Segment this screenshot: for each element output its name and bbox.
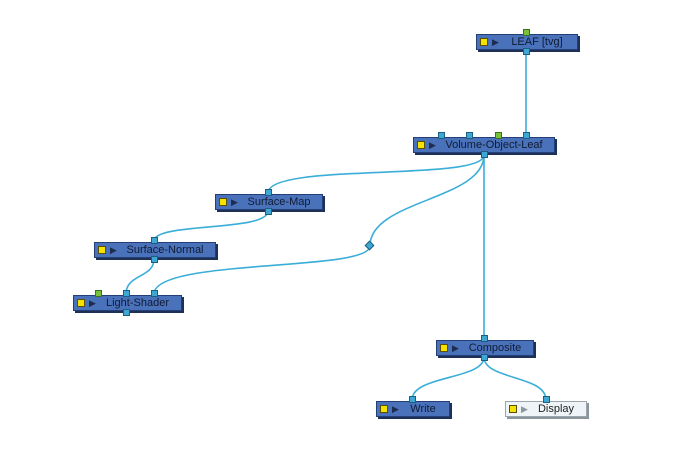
enable-toggle-icon[interactable] — [480, 38, 488, 46]
enable-toggle-icon[interactable] — [219, 198, 227, 206]
play-arrow-icon[interactable]: ▶ — [231, 197, 238, 207]
node-label: Light-Shader — [106, 297, 169, 309]
enable-toggle-icon[interactable] — [77, 299, 85, 307]
play-arrow-icon[interactable]: ▶ — [521, 404, 528, 414]
composite-output-port[interactable] — [481, 354, 488, 361]
surface-map-output-port[interactable] — [265, 208, 272, 215]
node-display[interactable]: ▶ Display — [505, 401, 587, 417]
volume-matte-input-port[interactable] — [495, 132, 502, 139]
node-label: Surface-Map — [247, 196, 311, 208]
node-label: Surface-Normal — [126, 244, 204, 256]
display-input-port[interactable] — [543, 396, 550, 403]
wire-composite-to-write[interactable] — [411, 356, 485, 401]
wire-surface-normal-to-light-shader[interactable] — [125, 258, 155, 295]
enable-toggle-icon[interactable] — [380, 405, 388, 413]
light-shader-output-port[interactable] — [123, 309, 130, 316]
composite-input-port[interactable] — [481, 335, 488, 342]
wire-composite-to-display[interactable] — [483, 356, 547, 401]
wire-volume-to-surface-map[interactable] — [267, 154, 485, 194]
wire-volume-to-waypoint[interactable] — [369, 154, 485, 247]
play-arrow-icon[interactable]: ▶ — [110, 245, 117, 255]
light-shader-input-port-2[interactable] — [151, 290, 158, 297]
leaf-output-port[interactable] — [523, 48, 530, 55]
node-label: Write — [410, 403, 436, 415]
light-shader-input-port-1[interactable] — [123, 290, 130, 297]
enable-toggle-icon[interactable] — [98, 246, 106, 254]
node-label: Volume-Object-Leaf — [445, 139, 543, 151]
node-label: LEAF [tvg] — [511, 36, 563, 48]
volume-input-port-2[interactable] — [466, 132, 473, 139]
light-shader-matte-input-port[interactable] — [95, 290, 102, 297]
enable-toggle-icon[interactable] — [440, 344, 448, 352]
node-label: Composite — [468, 342, 522, 354]
volume-input-port-3[interactable] — [523, 132, 530, 139]
play-arrow-icon[interactable]: ▶ — [392, 404, 399, 414]
wire-surface-map-to-surface-normal[interactable] — [153, 210, 269, 242]
surface-normal-input-port[interactable] — [151, 237, 158, 244]
play-arrow-icon[interactable]: ▶ — [452, 343, 459, 353]
node-volume-object-leaf[interactable]: ▶ Volume-Object-Leaf — [413, 137, 555, 153]
write-input-port[interactable] — [409, 396, 416, 403]
wire-waypoint-to-light-shader[interactable] — [153, 245, 371, 295]
volume-input-port-1[interactable] — [438, 132, 445, 139]
node-write[interactable]: ▶ Write — [376, 401, 450, 417]
enable-toggle-icon[interactable] — [417, 141, 425, 149]
play-arrow-icon[interactable]: ▶ — [429, 140, 436, 150]
surface-map-input-port[interactable] — [265, 189, 272, 196]
play-arrow-icon[interactable]: ▶ — [89, 298, 96, 308]
enable-toggle-icon[interactable] — [509, 405, 517, 413]
play-arrow-icon[interactable]: ▶ — [492, 37, 499, 47]
volume-output-port[interactable] — [481, 151, 488, 158]
node-label: Display — [537, 403, 575, 415]
leaf-matte-input-port[interactable] — [523, 29, 530, 36]
surface-normal-output-port[interactable] — [151, 256, 158, 263]
